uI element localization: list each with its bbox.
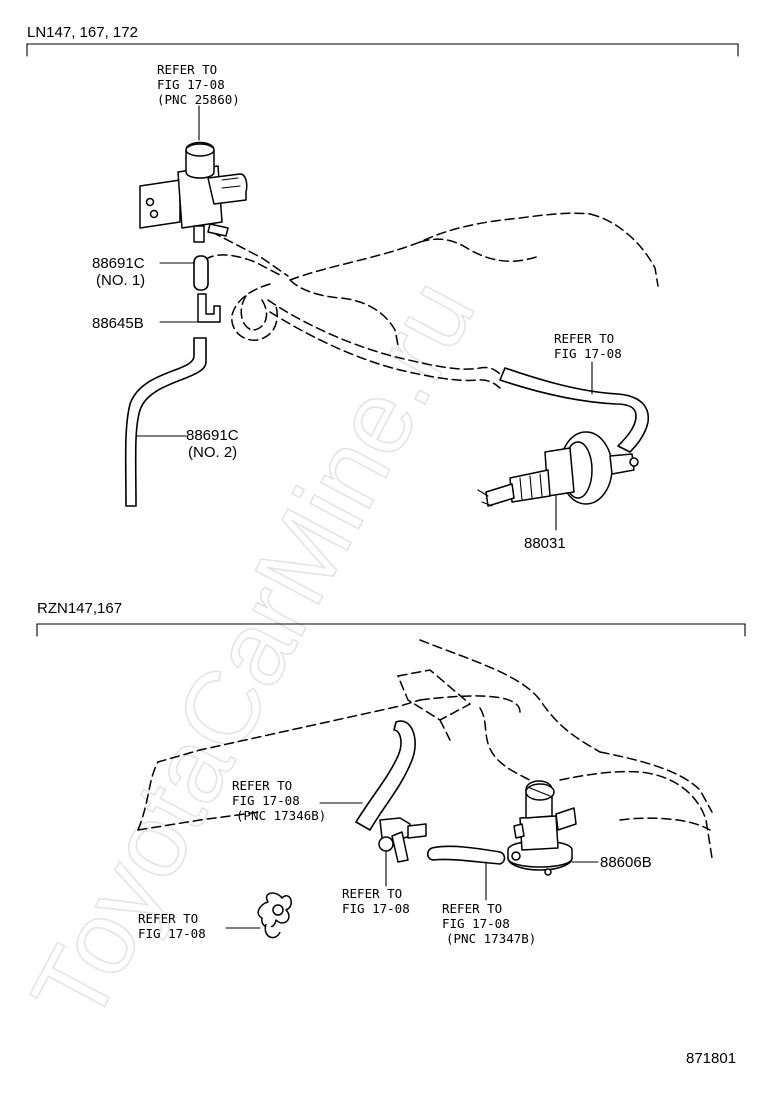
valve-88606b bbox=[507, 780, 577, 876]
callout-ref-vsv-line1: REFER TO bbox=[157, 62, 217, 77]
part-label-hose-no2: 88691C (NO. 2) bbox=[135, 427, 239, 461]
callout-ref-mid: REFER TO FIG 17-08 bbox=[342, 886, 410, 916]
watermark-text: ToyotaCarMine.ru bbox=[10, 262, 498, 1041]
section-bottom: RZN147,167 bbox=[36, 600, 746, 946]
part-number-88691c-no2: 88691C bbox=[186, 427, 239, 444]
callout-ref-clamp-line2: FIG 17-08 bbox=[138, 926, 206, 941]
hose-17346b bbox=[355, 720, 416, 831]
callout-ref-17347b: REFER TO FIG 17-08 (PNC 17347B) bbox=[442, 901, 536, 946]
part-number-88645b: 88645B bbox=[92, 315, 144, 332]
part-label-hose-no1: 88691C (NO. 1) bbox=[92, 255, 195, 289]
callout-ref-mid-line2: FIG 17-08 bbox=[342, 901, 410, 916]
callout-ref-vsv-line2: FIG 17-08 bbox=[157, 77, 225, 92]
engine-outline-bottom bbox=[137, 639, 713, 859]
hose-no2 bbox=[124, 337, 207, 507]
hose-no1 bbox=[193, 255, 209, 291]
callout-ref-17347b-line1: REFER TO bbox=[442, 901, 502, 916]
callout-ref-vsv: REFER TO FIG 17-08 (PNC 25860) bbox=[157, 62, 240, 107]
callout-ref-17346b-line3: (PNC 17346B) bbox=[236, 808, 326, 823]
callout-ref-17346b-line2: FIG 17-08 bbox=[232, 793, 300, 808]
callout-ref-17346b: REFER TO FIG 17-08 (PNC 17346B) bbox=[232, 778, 326, 823]
section-bottom-title: RZN147,167 bbox=[37, 600, 122, 617]
part-number-88031: 88031 bbox=[524, 535, 566, 552]
part-label-connector: 88645B bbox=[92, 315, 199, 332]
section-top: LN147, 167, 172 bbox=[26, 24, 739, 552]
engine-outline-top bbox=[204, 212, 659, 389]
section-bottom-bracket bbox=[36, 623, 746, 637]
callout-ref-17347b-line2: FIG 17-08 bbox=[442, 916, 510, 931]
callout-ref-hose-line2: FIG 17-08 bbox=[554, 346, 622, 361]
callout-ref-vsv-line3: (PNC 25860) bbox=[157, 92, 240, 107]
part-qualifier-no1: (NO. 1) bbox=[96, 272, 145, 289]
callout-ref-17347b-line3: (PNC 17347B) bbox=[446, 931, 536, 946]
callout-ref-17346b-line1: REFER TO bbox=[232, 778, 292, 793]
connector-88645b bbox=[197, 293, 221, 323]
actuator-88031 bbox=[477, 431, 639, 507]
callout-ref-mid-line1: REFER TO bbox=[342, 886, 402, 901]
callout-ref-clamp: REFER TO FIG 17-08 bbox=[138, 911, 206, 941]
vsv-valve bbox=[139, 141, 248, 243]
illustration-code: 871801 bbox=[686, 1050, 736, 1067]
connector-mid bbox=[378, 817, 427, 863]
callout-ref-clamp-line1: REFER TO bbox=[138, 911, 198, 926]
part-number-88606b: 88606B bbox=[600, 854, 652, 871]
callout-ref-hose: REFER TO FIG 17-08 bbox=[554, 331, 622, 395]
clamp bbox=[257, 892, 292, 939]
part-qualifier-no2: (NO. 2) bbox=[188, 444, 237, 461]
section-top-title: LN147, 167, 172 bbox=[27, 24, 138, 41]
hose-right bbox=[499, 367, 650, 453]
section-top-bracket bbox=[26, 43, 739, 57]
part-number-88691c-no1: 88691C bbox=[92, 255, 145, 272]
callout-ref-hose-line1: REFER TO bbox=[554, 331, 614, 346]
hose-17347b bbox=[426, 845, 506, 865]
